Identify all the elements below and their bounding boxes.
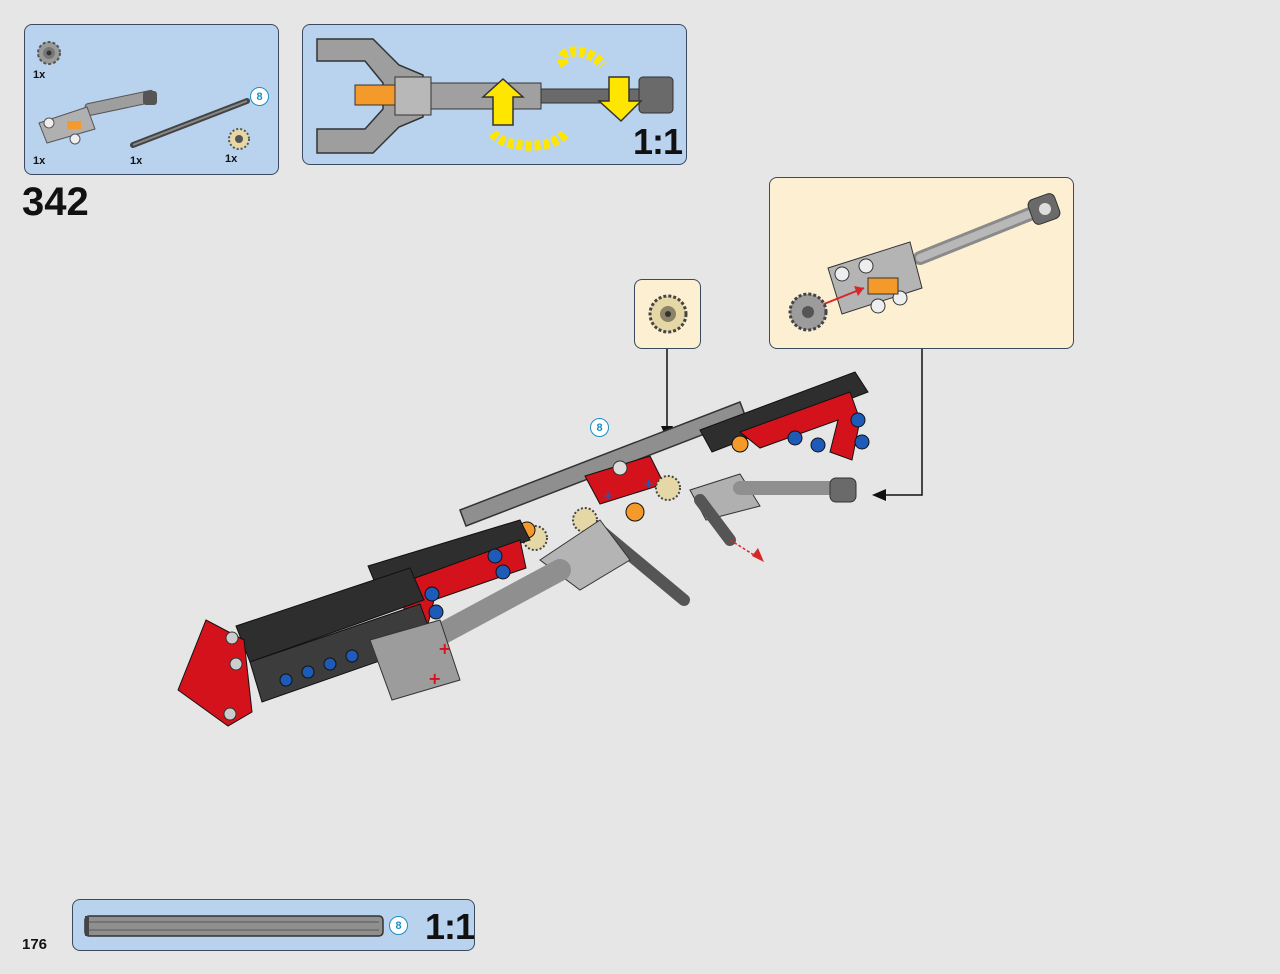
- axle-length-badge: 8: [250, 87, 269, 106]
- parts-list-illustration: [37, 41, 250, 150]
- parts-list-panel: 1x 1x 1x 1x 8: [24, 24, 279, 175]
- scale-label-bottom: 1:1: [425, 906, 475, 947]
- svg-text:+: +: [643, 476, 655, 492]
- svg-text:+: +: [602, 488, 614, 504]
- axle-8-icon: [84, 915, 384, 937]
- step-number: 342: [22, 180, 89, 224]
- svg-text:+: +: [438, 639, 451, 658]
- left-arrow-icon: [872, 489, 886, 501]
- axle-joint-with-gear-icon: [788, 193, 1061, 332]
- axle-8-icon: [130, 98, 250, 148]
- ruler-axle-badge: 8: [389, 916, 408, 935]
- qty-axle-joint: 1x: [33, 155, 46, 167]
- down-arrow-icon: [661, 426, 673, 440]
- axle-ruler-panel: 8 1:1: [72, 899, 475, 951]
- gear-callout-panel: [634, 279, 701, 349]
- rotation-callout-panel: 1:1: [302, 24, 687, 165]
- qty-axle-8: 1x: [130, 155, 143, 167]
- gear-beige-icon: [648, 294, 688, 334]
- scale-label-top: 1:1: [633, 121, 683, 162]
- gear-12t-icon: [37, 41, 61, 65]
- svg-text:+: +: [428, 669, 441, 688]
- page-number: 176: [22, 936, 48, 953]
- subassembly-callout-panel: [769, 177, 1074, 349]
- axle-joint-icon: [38, 89, 157, 145]
- main-axle-length-badge: 8: [590, 418, 609, 437]
- qty-gear-12t: 1x: [33, 69, 46, 81]
- gear-beige-icon: [228, 128, 250, 150]
- rotation-illustration: [316, 38, 674, 154]
- subassembly-insert-line: [884, 349, 923, 496]
- qty-gear-beige: 1x: [225, 153, 238, 165]
